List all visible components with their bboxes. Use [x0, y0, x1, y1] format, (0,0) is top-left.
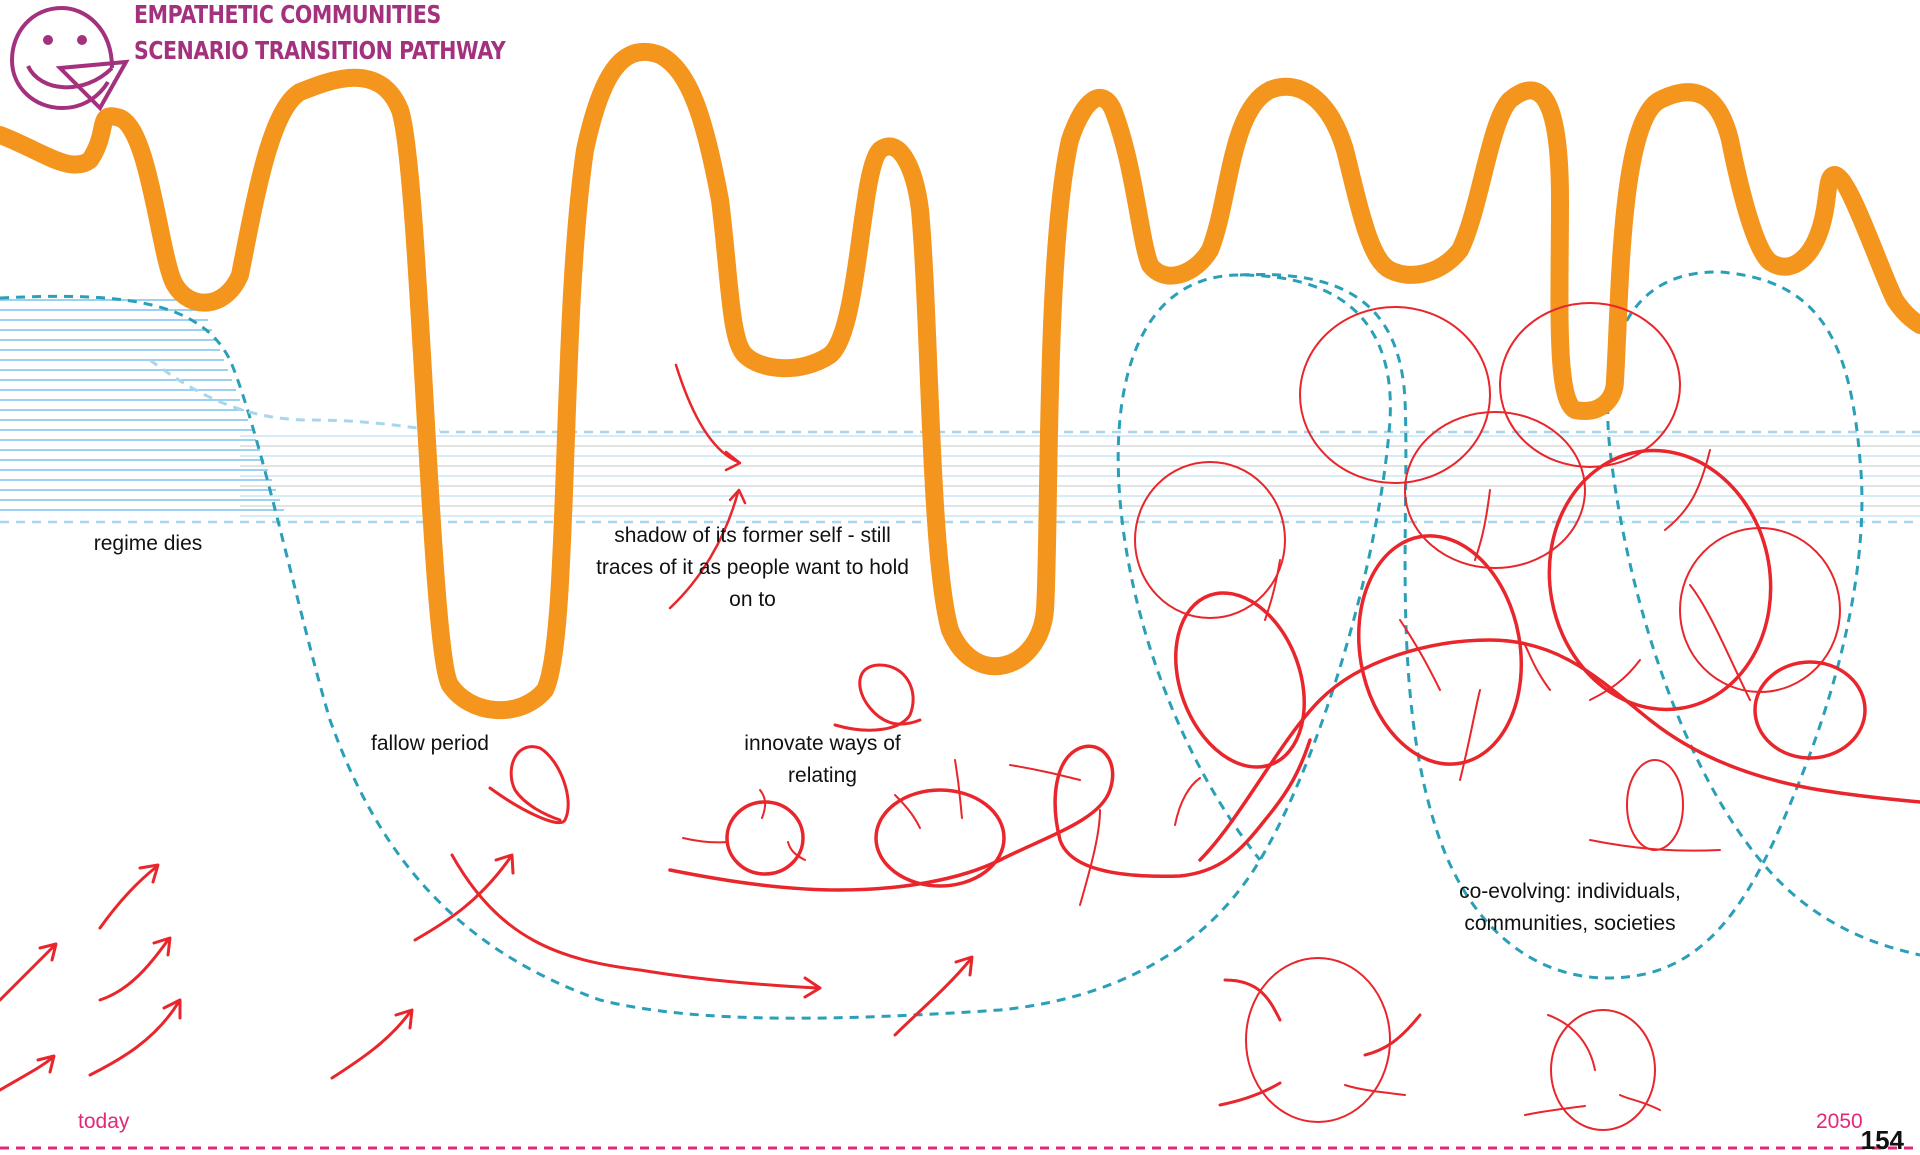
innovation-arrow: [88, 1001, 180, 1077]
co-evolving-loop-thin: [1626, 759, 1684, 851]
co-evolving-arrow: [1474, 489, 1491, 561]
crossing-arrow-head: [803, 976, 822, 999]
co-evolving-arrow: [1524, 644, 1551, 691]
innovation-arrow: [98, 938, 170, 1002]
co-evolving-loop: [1547, 448, 1773, 712]
innovation-arrow: [893, 958, 972, 1037]
co-evolving-loop-thin: [1134, 461, 1286, 619]
co-evolving-label: co-evolving: individuals, communities, s…: [1459, 880, 1681, 935]
shadow-label: shadow of its former self - still traces…: [596, 524, 909, 611]
fallow-period-label: fallow period: [371, 732, 489, 755]
regime-lines: [0, 299, 1920, 524]
innovate-arrow: [787, 841, 806, 861]
co-evolving-arrow: [1589, 839, 1721, 852]
innovate-loop: [725, 800, 805, 876]
innovate-label: innovate ways of relating: [744, 732, 901, 787]
co-evolving-arrow: [1689, 584, 1751, 701]
crossing-arrow: [450, 853, 820, 990]
innovation-arrow: [413, 856, 512, 942]
co-evolving-arrow: [1264, 559, 1281, 621]
bottom-arrow: [1547, 1014, 1596, 1071]
innovate-arrow: [1009, 764, 1081, 781]
co-evolving-arrow: [1459, 689, 1481, 781]
innovate-path: [668, 738, 1312, 892]
innovation-arrow-head: [494, 853, 515, 875]
regime-dies-label: regime dies: [93, 532, 203, 555]
innovation-arrow-head: [394, 1008, 414, 1030]
co-evolving-loop: [1356, 534, 1524, 766]
landscape-pressure-line: [0, 42, 1920, 719]
co-evolving-arrow: [1399, 619, 1441, 691]
timeline-end-label: 2050: [1816, 1110, 1863, 1133]
innovate-loop: [874, 788, 1006, 888]
bottom-arrow: [1218, 1081, 1282, 1107]
innovate-arrow: [1079, 809, 1101, 906]
fallow-loop: [488, 745, 570, 825]
smiling-face-logo-icon: [9, 5, 130, 112]
innovate-arrow: [682, 837, 729, 844]
innovate-arrow: [954, 759, 963, 819]
co-evolving-loop: [1753, 660, 1867, 760]
co-evolving-niche-boundary: [1239, 270, 1920, 980]
co-evolving-arrow: [1589, 659, 1641, 701]
innovate-arrow: [759, 789, 767, 819]
fallow-niche-boundary: [0, 273, 1392, 1020]
shadow-arrow-head: [728, 488, 747, 505]
bottom-arrow: [1524, 1105, 1586, 1116]
innovation-arrow: [330, 1010, 412, 1080]
title-line-2: SCENARIO TRANSITION PATHWAY: [134, 36, 506, 65]
bottom-arrow: [1344, 1084, 1406, 1096]
regime-boundary-upper: [149, 358, 441, 432]
bottom-loop: [1550, 1009, 1656, 1131]
innovation-arrow: [0, 943, 57, 1002]
co-evolving-loop-thin: [1499, 302, 1681, 468]
shadow-arrow: [674, 363, 740, 464]
co-evolving-path: [1198, 638, 1920, 862]
co-evolving-loop-thin: [1679, 527, 1841, 693]
innovate-arrow: [1174, 777, 1201, 826]
innovate-arrow: [894, 794, 921, 829]
innovation-arrow-head: [162, 998, 182, 1020]
innovation-loop: [833, 663, 922, 732]
innovation-arrow-head: [954, 955, 974, 977]
bottom-arrow: [1363, 1013, 1422, 1057]
page-number: 154: [1860, 1125, 1904, 1155]
shadow-arrow-head: [724, 450, 742, 472]
innovation-arrow-head: [36, 1054, 56, 1074]
innovation-niches: [0, 302, 1920, 1131]
innovation-arrow-head: [38, 942, 58, 962]
bottom-arrow: [1619, 1094, 1661, 1111]
co-evolving-loop-thin: [1299, 306, 1491, 484]
bottom-arrow: [1223, 978, 1282, 1022]
timeline-start-label: today: [78, 1110, 130, 1133]
co-evolving-loop: [1174, 591, 1306, 769]
co-evolving-loop-thin: [1404, 411, 1586, 569]
niche-boundaries: [0, 270, 1920, 1020]
innovation-arrow: [98, 866, 157, 930]
innovation-arrow-head: [152, 936, 172, 957]
shadow-arrow: [668, 490, 740, 610]
innovation-arrow-head: [138, 863, 160, 884]
innovation-arrow: [0, 1056, 54, 1092]
title-line-1: EMPATHETIC COMMUNITIES: [134, 0, 441, 29]
co-evolving-arrow: [1664, 449, 1711, 531]
bottom-loop: [1245, 957, 1391, 1123]
